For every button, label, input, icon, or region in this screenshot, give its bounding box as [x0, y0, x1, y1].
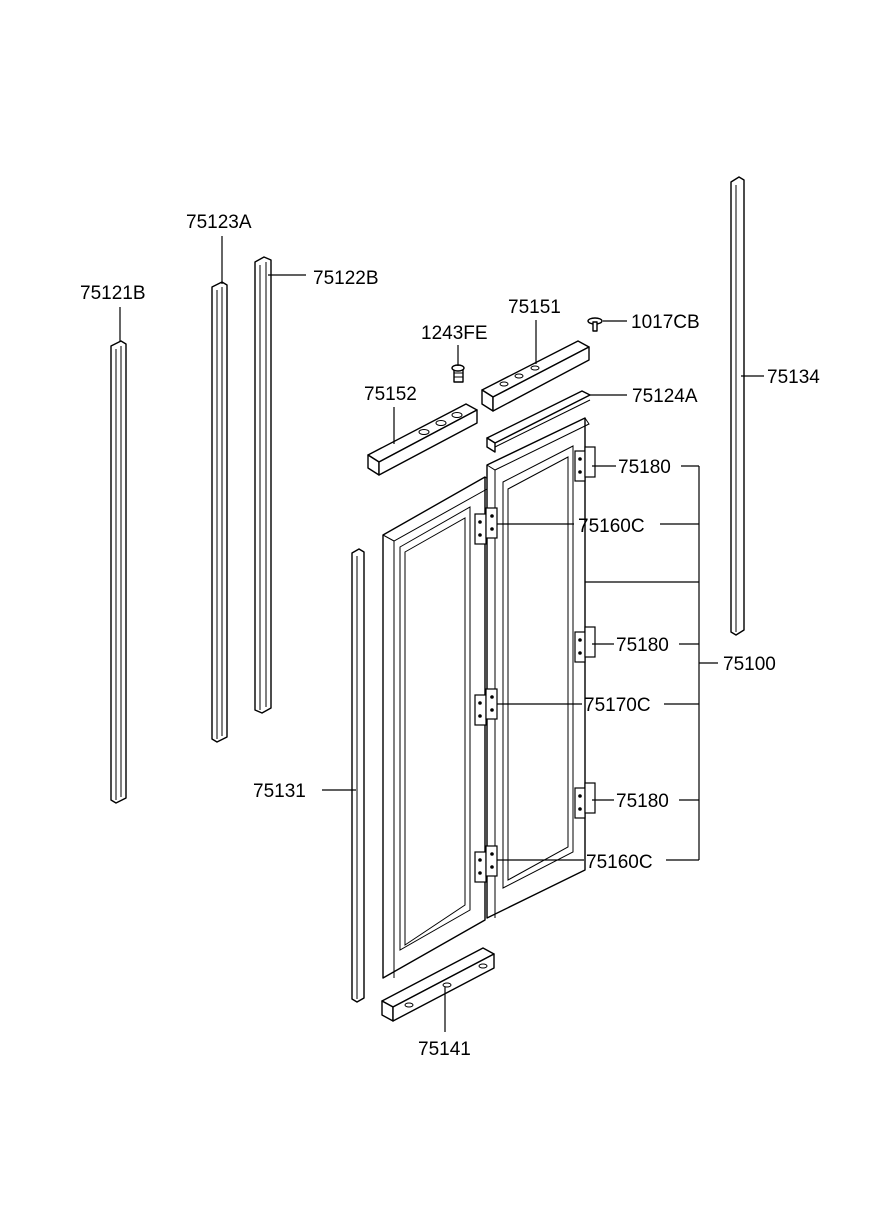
part-1243FE-fastener: [451, 364, 465, 383]
label-75151: 75151: [508, 297, 561, 318]
part-75122B-channel: [254, 256, 272, 714]
part-75160C-hinge-low: [474, 845, 498, 883]
label-75160C-low: 75160C: [586, 852, 653, 873]
label-75152: 75152: [364, 384, 417, 405]
label-75100: 75100: [723, 654, 776, 675]
label-1017CB: 1017CB: [631, 312, 700, 333]
part-75131-strip: [351, 548, 365, 1003]
part-75152-bracket: [367, 403, 478, 476]
part-75141-bottom-rail: [381, 947, 495, 1022]
part-75123A-channel: [211, 281, 228, 743]
label-1243FE: 1243FE: [421, 323, 488, 344]
part-75170C-hinge: [474, 688, 498, 726]
part-75180-hinge-low: [574, 782, 596, 819]
part-75180-hinge-top: [574, 446, 596, 482]
label-75121B: 75121B: [80, 283, 146, 304]
part-75151-bracket: [481, 340, 590, 412]
label-75180-low: 75180: [616, 791, 669, 812]
label-75180-mid: 75180: [616, 635, 669, 656]
part-75121B-channel: [110, 340, 127, 804]
part-75160C-hinge-top: [474, 507, 498, 545]
label-75123A: 75123A: [186, 212, 252, 233]
label-75170C: 75170C: [584, 695, 651, 716]
label-75134: 75134: [767, 367, 820, 388]
label-75131: 75131: [253, 781, 306, 802]
part-75100-door-right: [486, 417, 590, 919]
part-75180-hinge-mid: [574, 626, 596, 663]
label-75141: 75141: [418, 1039, 471, 1060]
label-75122B: 75122B: [313, 268, 379, 289]
label-75180-top: 75180: [618, 457, 671, 478]
leaders-75100-group: [497, 465, 718, 861]
part-1017CB-screw: [587, 317, 603, 332]
part-75134-channel: [730, 176, 745, 636]
label-75124A: 75124A: [632, 386, 698, 407]
label-75160C-top: 75160C: [578, 516, 645, 537]
part-75100-door-left: [382, 476, 497, 979]
